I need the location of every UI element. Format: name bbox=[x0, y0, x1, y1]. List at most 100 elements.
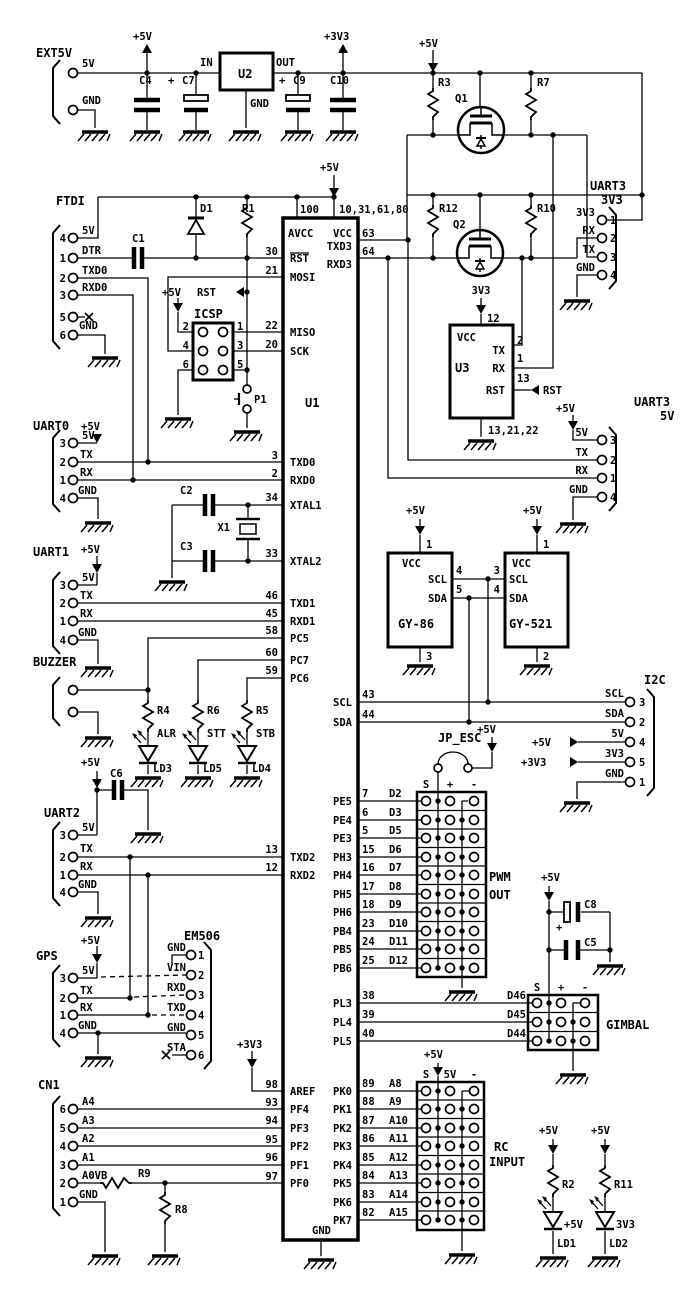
label-uart0-98: UART0 bbox=[33, 419, 69, 433]
label-em506-263: EM506 bbox=[184, 929, 220, 943]
label-1-62: 1 bbox=[60, 253, 66, 265]
label-rx-37: RX bbox=[492, 363, 505, 375]
label-uart3-45: UART3 bbox=[634, 395, 670, 409]
label-aref-278: AREF bbox=[290, 1086, 315, 1098]
label-p1-82: P1 bbox=[254, 394, 267, 406]
label--203: - bbox=[471, 779, 477, 791]
label-rxd3-90: RXD3 bbox=[327, 259, 352, 271]
label-rst-91: RST bbox=[290, 253, 309, 265]
label-4-159: 4 bbox=[60, 887, 66, 899]
label-r2-337: R2 bbox=[562, 1179, 575, 1191]
label-86-314: 86 bbox=[362, 1133, 375, 1145]
label-ph4-210: PH4 bbox=[333, 870, 352, 882]
label-2-157: 2 bbox=[60, 852, 66, 864]
label-a15-326: A15 bbox=[389, 1207, 408, 1219]
label-5v-189: 5V bbox=[611, 728, 624, 740]
label-4-31: 4 bbox=[610, 270, 616, 282]
label-25-225: 25 bbox=[362, 955, 375, 967]
label-95-296: 95 bbox=[265, 1134, 278, 1146]
label-tx-36: TX bbox=[492, 345, 505, 357]
label-1-158: 1 bbox=[60, 870, 66, 882]
label-vcc-170: VCC bbox=[402, 558, 421, 570]
label-cn1-279: CN1 bbox=[38, 1078, 60, 1092]
label-5v-56: 5V bbox=[82, 225, 95, 237]
label-5v-339: +5V bbox=[564, 1219, 584, 1231]
label-scl-180: SCL bbox=[509, 574, 528, 586]
label-pb5-214: PB5 bbox=[333, 944, 352, 956]
label-scl-166: SCL bbox=[333, 697, 352, 709]
label-30-83: 30 bbox=[265, 246, 278, 258]
label-5-174: 5 bbox=[456, 584, 462, 596]
label-5v-197: +5V bbox=[532, 737, 552, 749]
label-scl-171: SCL bbox=[428, 574, 447, 586]
label-3-125: 3 bbox=[60, 580, 66, 592]
label-tx-256: TX bbox=[80, 985, 93, 997]
label-pe4-207: PE4 bbox=[333, 815, 352, 827]
power-arrow-icon bbox=[600, 1145, 610, 1154]
label-2-109: 2 bbox=[272, 468, 278, 480]
power-arrow-icon bbox=[92, 954, 102, 963]
label-3-272: 3 bbox=[198, 990, 204, 1002]
label-96-297: 96 bbox=[265, 1152, 278, 1164]
label-rxd2-163: RXD2 bbox=[290, 870, 315, 882]
label-in-7: IN bbox=[200, 57, 213, 69]
label-pf4-299: PF4 bbox=[290, 1104, 309, 1116]
label-mosi-92: MOSI bbox=[290, 272, 315, 284]
label-u2-8: U2 bbox=[238, 67, 252, 81]
label-16-220: 16 bbox=[362, 862, 375, 874]
label-98-277: 98 bbox=[265, 1079, 278, 1091]
schematic-artwork bbox=[52, 44, 655, 1271]
label-12-33: 12 bbox=[487, 313, 500, 325]
power-arrow-icon bbox=[92, 779, 102, 788]
label-89-311: 89 bbox=[362, 1078, 375, 1090]
label-gnd-50: GND bbox=[569, 484, 588, 496]
label-3-176: 3 bbox=[426, 651, 432, 663]
label-rx-154: RX bbox=[80, 861, 93, 873]
label-87-313: 87 bbox=[362, 1115, 375, 1127]
label-out-9: OUT bbox=[276, 57, 295, 69]
label-3-104: 3 bbox=[60, 438, 66, 450]
label-6-275: 6 bbox=[198, 1050, 204, 1062]
label-d44-248: D44 bbox=[507, 1028, 526, 1040]
label-a9-320: A9 bbox=[389, 1096, 402, 1108]
label-3v3-32: 3V3 bbox=[472, 285, 491, 297]
label-23-223: 23 bbox=[362, 918, 375, 930]
label-2-39: 2 bbox=[517, 335, 523, 347]
label-13-160: 13 bbox=[265, 844, 278, 856]
label-r1-69: R1 bbox=[242, 203, 255, 215]
label-a12-323: A12 bbox=[389, 1152, 408, 1164]
label-3v3-190: 3V3 bbox=[605, 748, 624, 760]
label-ext5v-0: EXT5V bbox=[36, 46, 72, 60]
label-6-217: 6 bbox=[362, 807, 368, 819]
label-rst-43: RST bbox=[543, 385, 562, 397]
label-1-169: 1 bbox=[426, 539, 432, 551]
label-uart2-149: UART2 bbox=[44, 806, 80, 820]
label-88-312: 88 bbox=[362, 1096, 375, 1108]
label-5v-236: +5V bbox=[541, 872, 561, 884]
label-5v-336: +5V bbox=[591, 1125, 611, 1137]
label-pk3-330: PK3 bbox=[333, 1141, 352, 1153]
power-arrow-icon bbox=[415, 526, 425, 535]
label-1-53: 1 bbox=[610, 473, 616, 485]
label-c4-4: C4 bbox=[139, 75, 152, 87]
power-arrow-icon bbox=[338, 44, 348, 53]
label-pl5-245: PL5 bbox=[333, 1036, 352, 1048]
power-arrow-icon bbox=[476, 305, 486, 314]
label-3-108: 3 bbox=[272, 450, 278, 462]
label-rx-257: RX bbox=[80, 1002, 93, 1014]
label-pl4-244: PL4 bbox=[333, 1017, 352, 1029]
label-a13-324: A13 bbox=[389, 1170, 408, 1182]
label-3-259: 3 bbox=[60, 973, 66, 985]
label-15-219: 15 bbox=[362, 844, 375, 856]
label-d10-233: D10 bbox=[389, 918, 408, 930]
label-2-290: 2 bbox=[60, 1178, 66, 1190]
power-arrow-icon bbox=[173, 303, 183, 312]
label-u1-95: U1 bbox=[305, 396, 319, 410]
label-ld5-147: LD5 bbox=[203, 763, 222, 775]
label-24-224: 24 bbox=[362, 936, 375, 948]
label-tx-48: TX bbox=[575, 447, 588, 459]
label-5v-46: 5V bbox=[660, 409, 674, 423]
label-rxd1-132: RXD1 bbox=[290, 616, 315, 628]
label-pk4-331: PK4 bbox=[333, 1160, 352, 1172]
label-d8-231: D8 bbox=[389, 881, 402, 893]
